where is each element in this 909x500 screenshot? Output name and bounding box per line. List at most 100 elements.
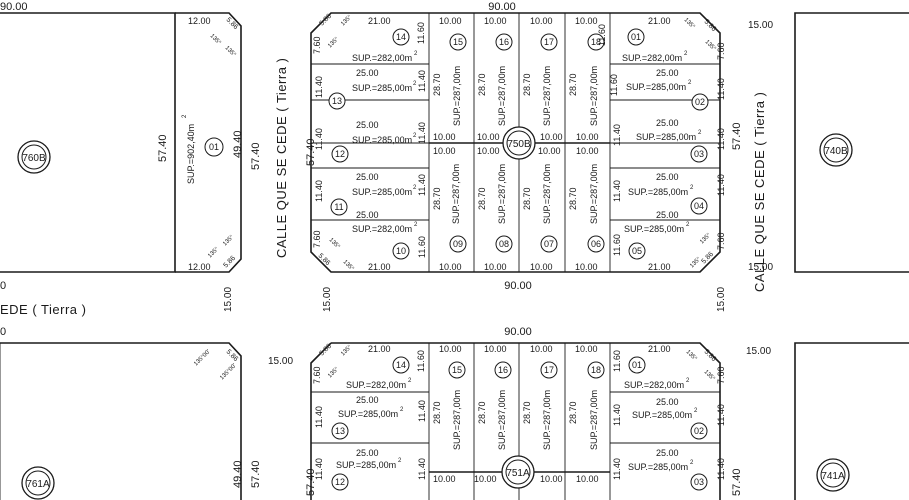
block-id-751A: 751A	[506, 468, 530, 479]
dim-750B-05-side: 11.60	[612, 234, 622, 256]
dim-750B-17-depth: 28.70	[522, 73, 532, 96]
lot-750B-03: 25.00 SUP.=285,00m 2 03 11.40 11.40	[612, 118, 726, 163]
lot-area-751A-01: SUP.=282,00m	[624, 380, 684, 390]
lot-area-sq-751A-01: 2	[686, 378, 690, 384]
lot-id-751A-12: 12	[335, 477, 345, 487]
dim-750B-14-chamfer-side: 7.60	[312, 36, 322, 54]
lot-id-750B-01: 01	[631, 32, 641, 42]
lot-area-sq-751A-14: 2	[408, 378, 412, 384]
dim-750B-14-top: 21.00	[368, 16, 391, 26]
dim-750B-07-top: 10.00	[538, 146, 561, 156]
lot-area-750B-09: SUP.=287,00m	[451, 164, 461, 224]
dim-751A-12-side-r: 11.40	[417, 458, 427, 480]
dim-751A-17-bottom: 10.00	[540, 474, 563, 484]
lot-area-751A-17: SUP.=287,00m	[542, 390, 552, 450]
dim-750B-04-side-l: 11.40	[612, 180, 622, 202]
dim-750B-11-side-r: 11.40	[417, 174, 427, 196]
street-width-right: 15.00	[716, 287, 727, 312]
lot-750B-11: 25.00 SUP.=285,00m 2 11 11.40 11.40	[314, 172, 427, 216]
chamfer-751A-01: 5.86	[703, 348, 718, 363]
dim-left-edge-mid: 0	[0, 280, 6, 292]
dim-751A-16-depth: 28.70	[477, 401, 487, 424]
lot-750B-01: 01 21.00 SUP.=282,00m 2 7.60 5.86 135° 1…	[622, 16, 726, 63]
lot-id-751A-17: 17	[544, 365, 554, 375]
road-label-right: CALLE QUE SE CEDE ( Tierra )	[752, 92, 767, 292]
lot-id-750B-14: 14	[396, 32, 406, 42]
lot-id-751A-18: 18	[591, 365, 601, 375]
dim-750B-04-top: 25.00	[656, 172, 679, 182]
dim-751A-02-side-l: 11.40	[612, 404, 622, 426]
dim-750B-12-side-r: 11.40	[417, 122, 427, 144]
lot-750B-08: 10.00 08 SUP.=287,00m 28.70 10.00	[477, 146, 513, 272]
angle-750B-01-a: 135°	[683, 17, 696, 30]
dim-750B-10-side: 11.60	[417, 236, 427, 258]
chamfer-750B-14: 5.86	[318, 13, 333, 28]
angle-751A-14-a: 135°	[340, 344, 353, 357]
angle-761A-a: 135°00'	[193, 349, 212, 368]
dim-751A-12-top: 25.00	[356, 448, 379, 458]
dim-760B-01-top: 12.00	[188, 16, 211, 26]
lot-area-751A-13: SUP.=285,00m	[338, 409, 398, 419]
dim-751A-18-bottom: 10.00	[576, 474, 599, 484]
lot-area-sq-750B-13: 2	[413, 81, 417, 87]
lot-area-760B-01: SUP.=902,40m	[186, 124, 196, 184]
dim-751A-01-side: 11.60	[612, 350, 622, 372]
angle-750B-14-b: 135°	[327, 36, 340, 49]
lot-area-sq-750B-11: 2	[413, 185, 417, 191]
dim-block-751A-top: 90.00	[504, 326, 532, 338]
block-id-740B: 740B	[824, 146, 848, 157]
angle-750B-01-b: 135°	[704, 39, 717, 52]
lot-area-750B-07: SUP.=287,00m	[542, 164, 552, 224]
block-751A-id: 751A	[501, 455, 535, 489]
block-761A: 761A	[21, 466, 55, 500]
lot-750B-10: 25.00 SUP.=282,00m 2 10 21.00 11.60 7.60…	[312, 210, 427, 273]
angle-760B-a: 135°	[209, 33, 222, 46]
lot-id-750B-10: 10	[396, 246, 406, 256]
dim-750B-12-side-l: 11.40	[314, 128, 324, 150]
lot-750B-04: 25.00 SUP.=285,00m 2 04 11.40 11.40	[612, 172, 726, 215]
lot-area-750B-04: SUP.=285,00m	[628, 187, 688, 197]
dim-750B-13-side-l: 11.40	[314, 76, 324, 98]
dim-750B-09-top: 10.00	[433, 146, 456, 156]
lot-751A-14: 14 21.00 SUP.=282,00m 2 11.60 7.60 5.86 …	[312, 343, 426, 390]
dim-750B-11-side-l: 11.40	[314, 180, 324, 202]
lot-id-751A-15: 15	[452, 365, 462, 375]
lot-id-750B-02: 02	[695, 97, 705, 107]
angle-751A-01-a: 135°	[685, 349, 698, 362]
lot-area-751A-14: SUP.=282,00m	[346, 380, 406, 390]
lot-id-750B-11: 11	[334, 202, 343, 212]
dim-751A-02-side-r: 11.40	[716, 404, 726, 426]
dim-750B-18-depth: 28.70	[568, 73, 578, 96]
road-label-left: CALLE QUE SE CEDE ( Tierra )	[274, 58, 289, 258]
dim-bottom-total: 90.00	[504, 280, 532, 292]
dim-751A-17-top: 10.00	[530, 344, 553, 354]
dim-750B-15-bottom: 10.00	[433, 132, 456, 142]
dim-750B-10-bottom: 21.00	[368, 262, 391, 272]
street-width-top-right: 15.00	[748, 20, 773, 31]
lot-id-750B-08: 08	[499, 239, 509, 249]
lot-id-750B-06: 06	[591, 239, 601, 249]
dim-751A-01-top: 21.00	[648, 344, 671, 354]
street-width-left: 15.00	[223, 287, 234, 312]
chamfer-760B-bottom: 5.86	[222, 255, 237, 270]
dim-751A-01-chamfer-side: 7.60	[716, 366, 726, 384]
lot-750B-07: 10.00 07 SUP.=287,00m 28.70 10.00	[522, 146, 561, 272]
block-id-760B: 760B	[22, 153, 46, 164]
dim-750B-04-side-r: 11.40	[716, 174, 726, 196]
lot-area-sq-751A-13: 2	[400, 407, 404, 413]
dim-751A-13-side-l: 11.40	[314, 406, 324, 428]
road-label-horizontal: EDE ( Tierra )	[0, 302, 86, 317]
dim-750B-15-top: 10.00	[439, 16, 462, 26]
dim-750B-03-top: 25.00	[656, 118, 679, 128]
lot-area-sq-750B-03: 2	[698, 130, 702, 136]
lot-750B-09: 10.00 09 SUP.=287,00m 28.70 10.00	[432, 146, 467, 272]
angle-750B-10-a: 135°	[328, 237, 341, 250]
lot-id-751A-13: 13	[335, 426, 345, 436]
lot-id-751A-01: 01	[632, 360, 642, 370]
lot-area-751A-18: SUP.=287,00m	[589, 390, 599, 450]
dim-750B-05-chamfer-side: 7.60	[716, 232, 726, 250]
dim-750B-08-depth: 28.70	[477, 187, 487, 210]
lot-id-750B-13: 13	[332, 96, 342, 106]
block-741A: 741A	[816, 458, 850, 492]
